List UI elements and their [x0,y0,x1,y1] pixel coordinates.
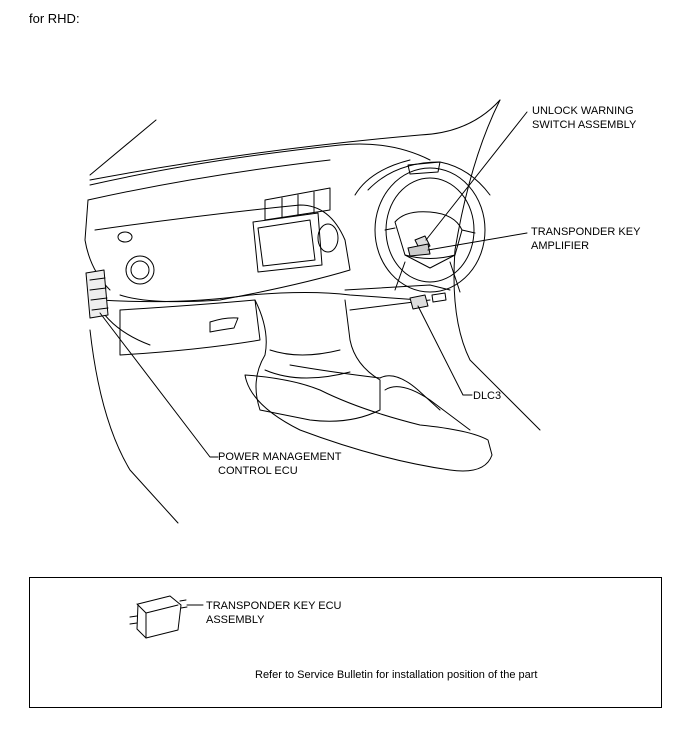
installation-note: Refer to Service Bulletin for installati… [255,669,538,681]
center-vent [264,187,331,221]
steering-wheel [374,167,486,293]
transponder-amplifier [407,243,431,257]
label-transponder-key-amplifier: TRANSPONDER KEY AMPLIFIER [531,226,641,252]
lower-dash [99,292,421,303]
left-air-vent [125,255,155,285]
label-power-management-ecu: POWER MANAGEMENT CONTROL ECU [218,451,342,477]
page-heading: for RHD: [29,11,80,26]
center-display [257,219,316,267]
label-unlock-warning-switch: UNLOCK WARNING SWITCH ASSEMBLY [532,105,637,131]
steering-hub [394,211,463,259]
dash-panel [94,204,351,303]
dash-knob [117,231,133,243]
windshield-top [89,99,501,181]
dash-top-lower [87,159,331,201]
dash-front-edge [84,199,111,291]
leader-power-ecu [99,312,219,458]
dlc3-connector [409,294,429,310]
right-pillar [453,99,541,431]
label-transponder-key-ecu: TRANSPONDER KEY ECU ASSEMBLY [206,600,342,626]
floor-left [89,329,179,524]
label-dlc3: DLC3 [473,390,502,402]
center-console [254,299,381,422]
note-box [29,577,662,708]
right-air-vent [317,223,339,253]
shift-tunnel [244,374,493,472]
transponder-ecu-illustration [129,595,204,639]
glovebox-handle [209,317,239,333]
dash-top [89,143,431,186]
power-management-ecu [85,269,109,319]
leader-transponder-amp [427,232,528,251]
windshield-left-pillar [89,119,157,176]
leader-dlc3 [417,305,473,396]
armrest [384,386,471,431]
glove-box [119,299,261,356]
leader-unlock-warning [425,111,528,241]
